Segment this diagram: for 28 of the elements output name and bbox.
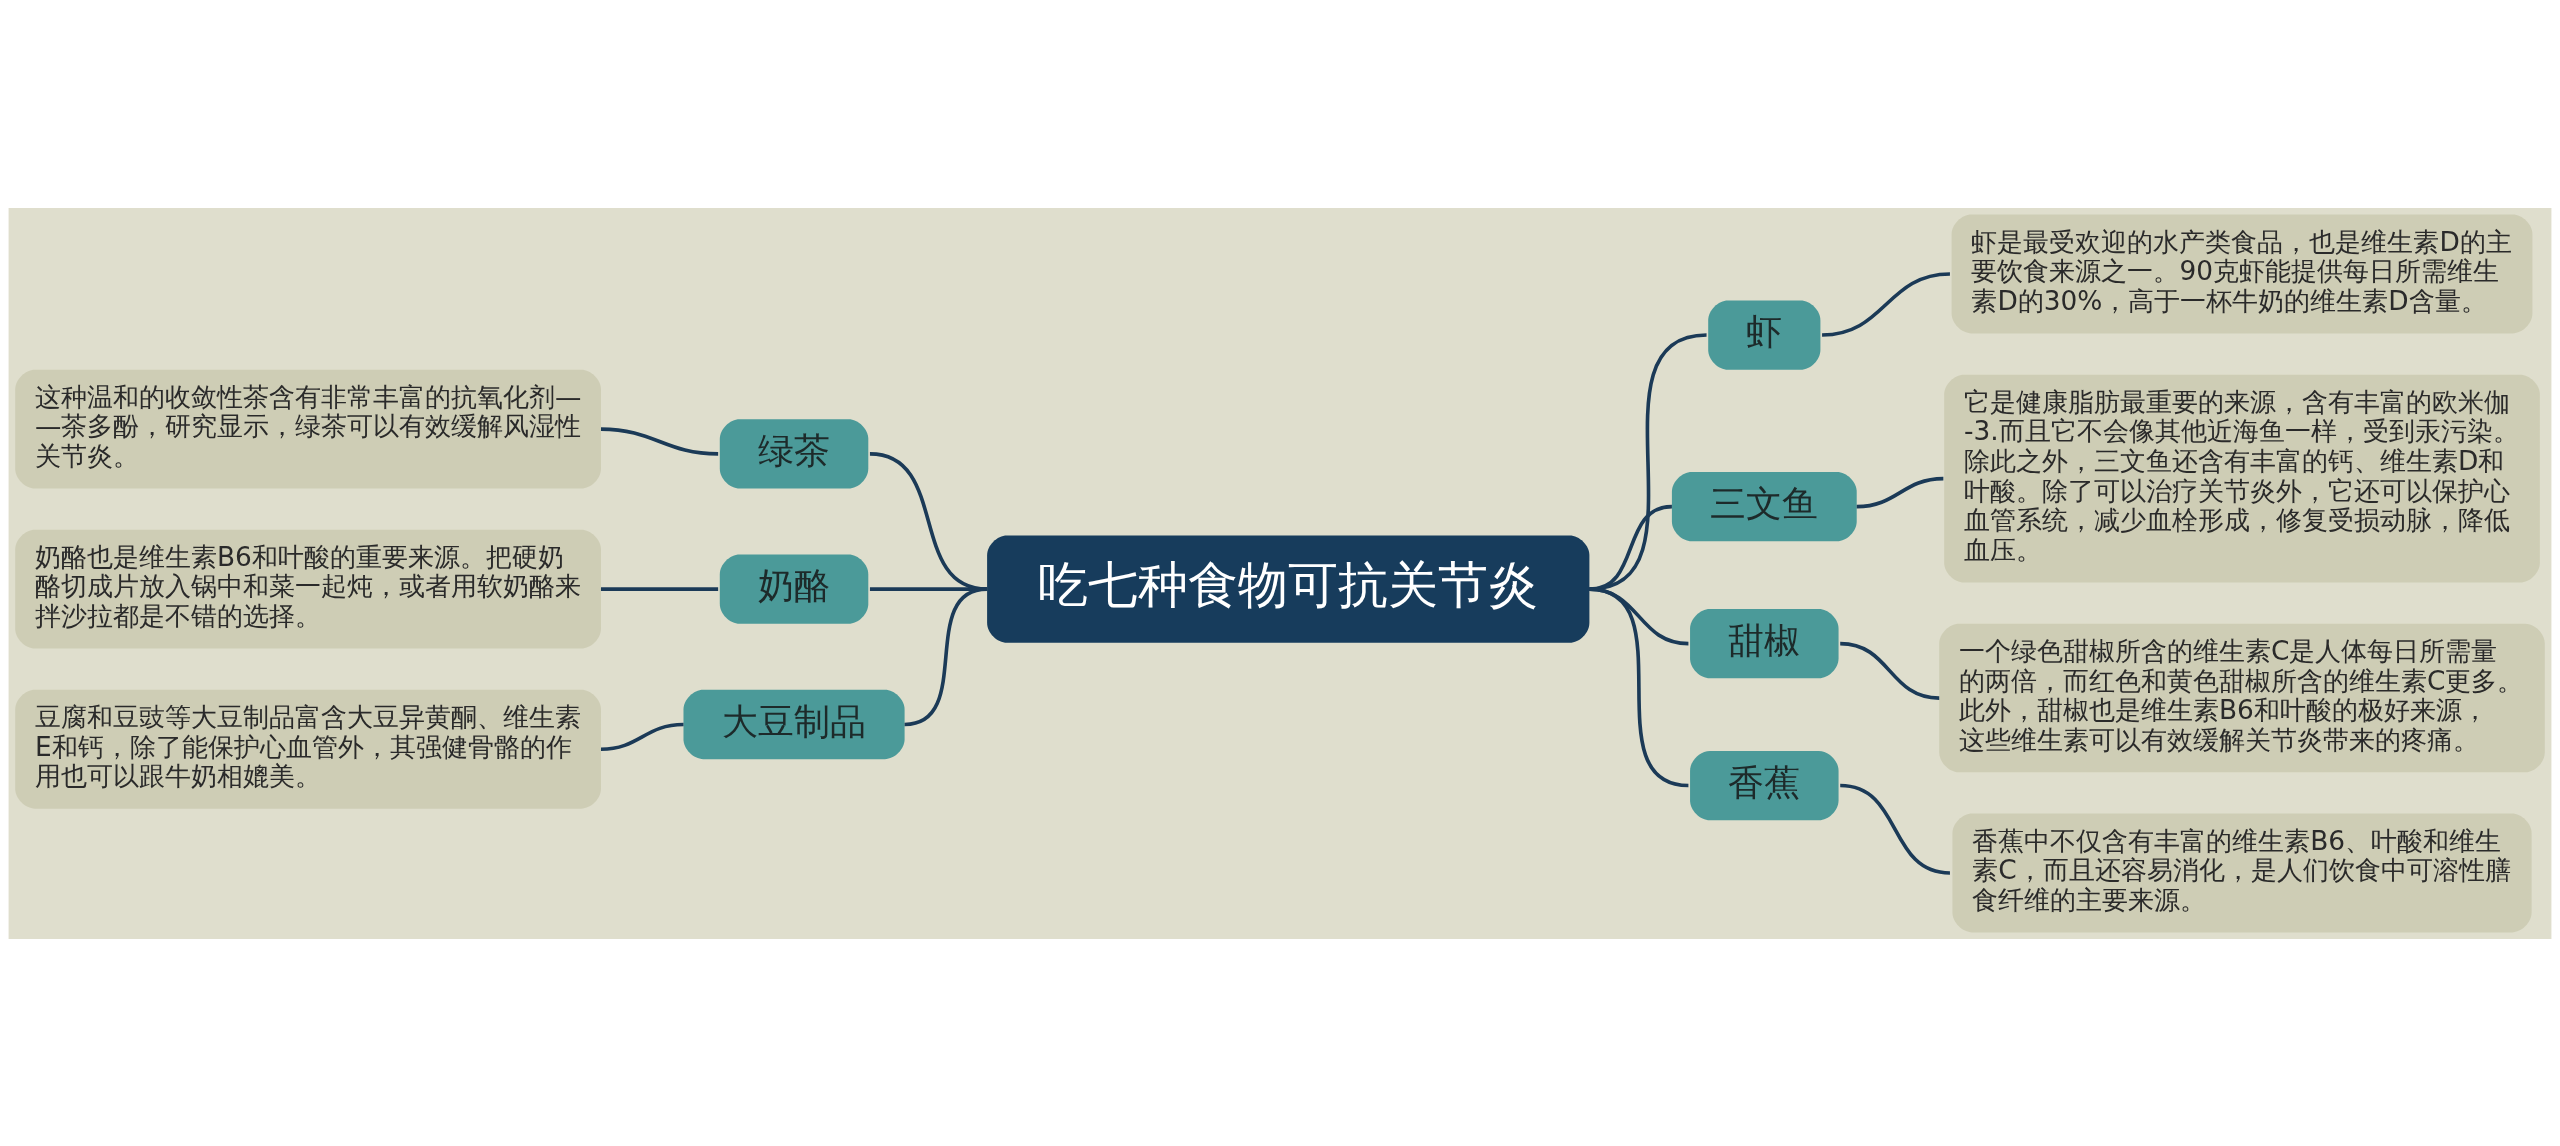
node-box: 虾	[1708, 299, 1821, 370]
connector	[1840, 783, 1951, 875]
connector	[1589, 586, 1689, 787]
connector	[600, 722, 684, 751]
connector	[1856, 476, 1944, 508]
connector	[601, 586, 719, 591]
node-box: 香蕉	[1690, 750, 1839, 820]
node-box: 这种温和的收敛性茶含有非常丰富的抗氧化剂——茶多酚，研究显示，绿茶可以有效缓解风湿性关节炎。	[15, 369, 601, 488]
node-box: 香蕉中不仅含有丰富的维生素B6、叶酸和维生素C，而且还容易消化，是人们饮食中可溶性膳食纤维的主要来源。	[1952, 813, 2532, 932]
connector	[1589, 504, 1673, 591]
node-box: 奶酪	[719, 554, 869, 624]
connector	[869, 451, 988, 591]
node-box: 绿茶	[719, 418, 869, 488]
connector	[1821, 271, 1951, 337]
node-box: 大豆制品	[683, 689, 905, 759]
node-box: 一个绿色甜椒所含的维生素C是人体每日所需量的两倍，而红色和黄色甜椒所含的维生素C更多。此外，甜椒也是维生素B6和叶酸的极好来源，这些维生素可以有效缓解关节炎带来的疼痛。	[1939, 623, 2545, 772]
node-box: 三文鱼	[1671, 471, 1857, 541]
connector	[904, 586, 988, 726]
connector	[869, 586, 988, 591]
connector	[1589, 332, 1707, 591]
node-box: 甜椒	[1690, 608, 1839, 678]
connector	[600, 426, 719, 456]
node-box: 奶酪也是维生素B6和叶酸的重要来源。把硬奶酪切成片放入锅中和菜一起炖，或者用软奶酪来拌沙拉都是不错的选择。	[15, 529, 601, 649]
connector	[1840, 641, 1940, 700]
node-box: 吃七种食物可抗关节炎	[987, 535, 1590, 643]
node-box: 虾是最受欢迎的水产类食品，也是维生素D的主要饮食来源之一。90克虾能提供每日所需维生素D的30%，高于一杯牛奶的维生素D含量。	[1951, 214, 2533, 333]
node-box: 它是健康脂肪最重要的来源，含有丰富的欧米伽-3.而且它不会像其他近海鱼一样，受到汞污染。除此之外，三文鱼还含有丰富的钙、维生素D和叶酸。除了可以治疗关节炎外，它还可以保护心血管系统，减少血栓形成，修复受损动脉，降低血压。	[1944, 374, 2540, 583]
node-box: 豆腐和豆豉等大豆制品富含大豆异黄酮、维生素E和钙，除了能保护心血管外，其强健骨骼的作用也可以跟牛奶相媲美。	[15, 689, 601, 809]
